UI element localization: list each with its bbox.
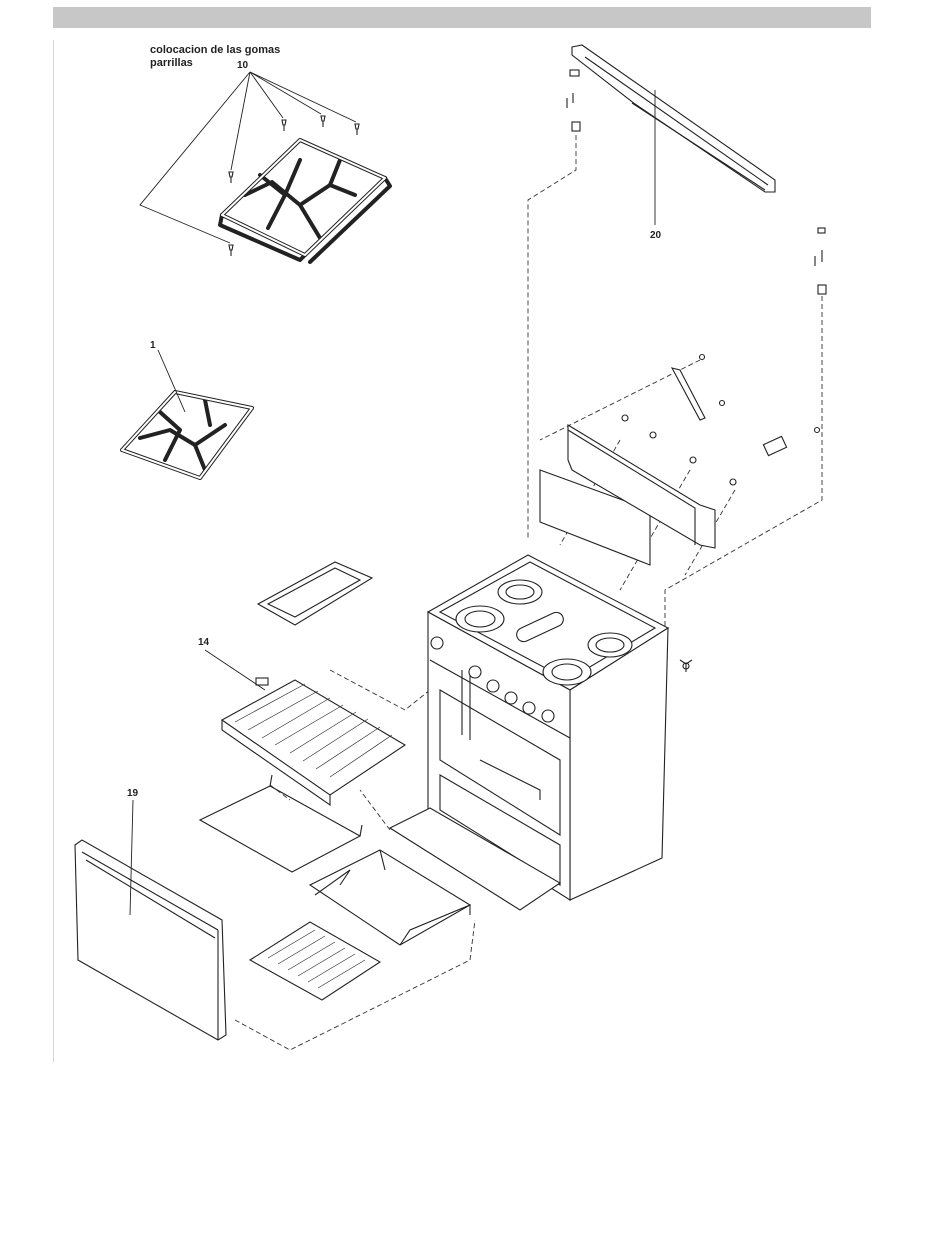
callout-10-leaders (140, 72, 356, 243)
tray-part (258, 562, 372, 625)
callout-14-leader (205, 650, 265, 690)
oven-door-part-19 (75, 840, 226, 1040)
grate-with-rubbers (220, 140, 390, 262)
callout-1: 1 (150, 340, 156, 351)
callout-14: 14 (198, 637, 209, 648)
callout-20: 20 (650, 230, 661, 241)
wing-nut-icon (680, 660, 692, 672)
cover-lid-part-20 (567, 45, 775, 192)
rack-clip-icon (256, 678, 268, 685)
callout-1-leader (158, 350, 185, 412)
annotation-line-2: parrillas (150, 57, 193, 69)
hinge-hardware (815, 228, 826, 294)
broiler-pan (250, 922, 380, 1000)
oven-rack-part-14 (200, 678, 405, 872)
callout-10: 10 (237, 60, 248, 71)
annotation-line-1: colocacion de las gomas (150, 44, 280, 56)
callout-19: 19 (127, 788, 138, 799)
broil-rack-frame (310, 850, 470, 945)
grate-part-1 (122, 392, 252, 478)
backguard-panel (540, 368, 787, 565)
